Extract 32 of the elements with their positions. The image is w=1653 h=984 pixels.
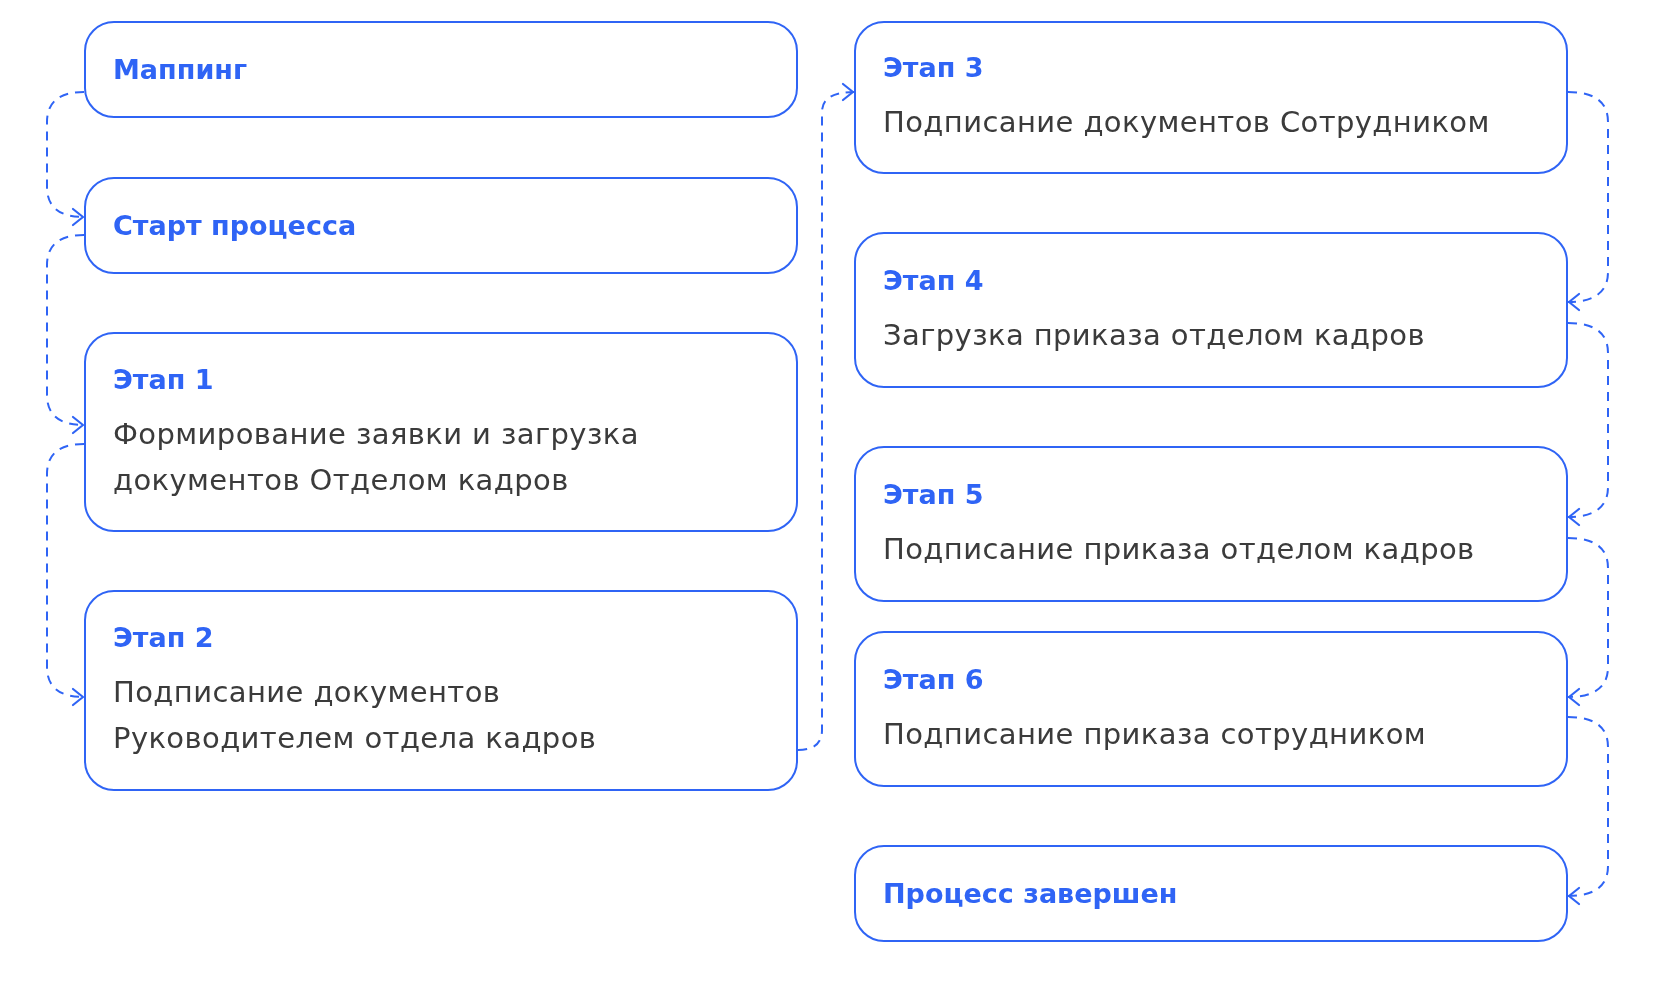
step-title: Этап 2 xyxy=(113,621,214,655)
dashed-arrow xyxy=(797,83,855,751)
dashed-arrow xyxy=(1567,537,1609,706)
step-title: Этап 3 xyxy=(883,51,984,85)
step-title: Старт процесса xyxy=(113,208,357,243)
process-box xyxy=(854,631,1568,787)
dashed-arrow xyxy=(1567,716,1609,905)
step-description: Подписание документов Сотрудником xyxy=(883,104,1491,141)
step-description: Подписание документов Руководителем отдела кадров xyxy=(113,674,598,757)
process-box xyxy=(84,590,798,791)
process-box xyxy=(854,232,1568,388)
step-description: Формирование заявки и загрузка документов Отделом кадров xyxy=(113,415,640,499)
dashed-arrow xyxy=(46,234,85,434)
dashed-arrow xyxy=(1567,322,1609,526)
step-description: Подписание приказа отделом кадров xyxy=(883,530,1476,568)
step-title: Этап 6 xyxy=(883,662,984,697)
step-title: Этап 4 xyxy=(883,263,984,298)
dashed-arrow xyxy=(46,91,85,226)
step-description: Загрузка приказа отделом кадров xyxy=(883,316,1426,354)
process-box xyxy=(854,21,1568,174)
dashed-arrow xyxy=(1567,91,1609,311)
step-title: Маппинг xyxy=(113,52,248,87)
process-box xyxy=(854,845,1568,942)
dashed-arrow xyxy=(46,443,85,706)
step-title: Процесс завершен xyxy=(883,876,1178,911)
step-description: Подписание приказа сотрудником xyxy=(883,715,1428,753)
process-box xyxy=(84,21,798,118)
step-title: Этап 1 xyxy=(113,362,214,397)
process-box xyxy=(854,446,1568,602)
process-box xyxy=(84,332,798,532)
process-box xyxy=(84,177,798,274)
step-title: Этап 5 xyxy=(883,477,984,512)
